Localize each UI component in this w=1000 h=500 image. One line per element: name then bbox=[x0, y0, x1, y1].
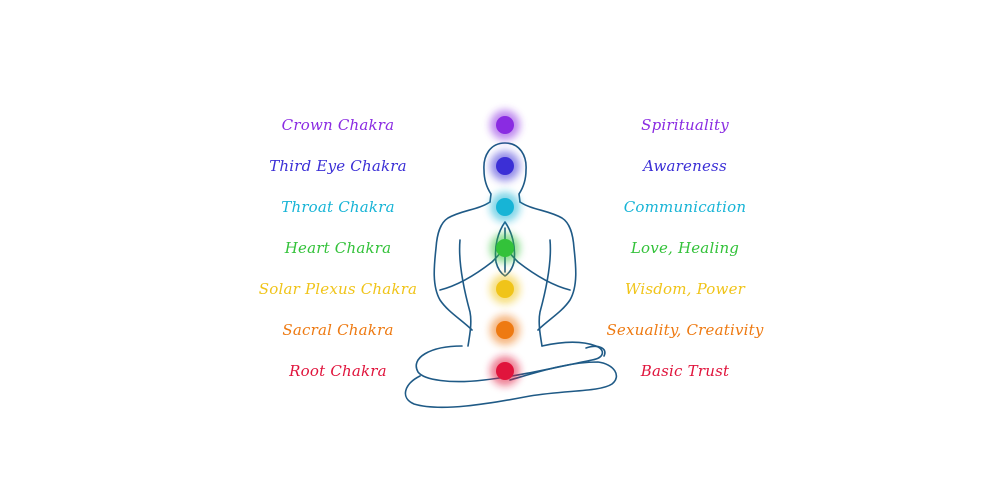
right-torso-outline bbox=[538, 239, 552, 347]
chakra-name-crown: Crown Chakra bbox=[281, 116, 395, 134]
chakra-glow-group bbox=[490, 110, 520, 386]
chakra-meaning-solar-plexus: Wisdom, Power bbox=[624, 280, 746, 298]
chakra-meaning-sacral: Sexuality, Creativity bbox=[606, 321, 764, 339]
meditating-figure-outline bbox=[404, 142, 618, 409]
chakra-dot-solar-plexus bbox=[496, 280, 514, 298]
chakra-name-throat: Throat Chakra bbox=[281, 198, 395, 216]
chakra-name-heart: Heart Chakra bbox=[284, 239, 392, 257]
chakra-dot-heart bbox=[496, 239, 514, 257]
chakra-dot-root bbox=[496, 362, 514, 380]
lower-leg-outline bbox=[404, 361, 618, 409]
chakra-dot-throat bbox=[496, 198, 514, 216]
chakra-meaning-crown: Spirituality bbox=[641, 116, 729, 134]
chakra-dot-crown bbox=[496, 116, 514, 134]
chakra-name-third-eye: Third Eye Chakra bbox=[269, 157, 407, 175]
right-shoulder-outline bbox=[519, 201, 577, 331]
chakra-dot-sacral bbox=[496, 321, 514, 339]
left-torso-outline bbox=[458, 239, 472, 347]
chakra-dot-third-eye bbox=[496, 157, 514, 175]
chakra-name-sacral: Sacral Chakra bbox=[282, 321, 394, 339]
head-outline bbox=[483, 142, 527, 203]
left-shoulder-outline bbox=[433, 201, 491, 331]
chakra-meaning-throat: Communication bbox=[623, 198, 747, 216]
left-foot-outline bbox=[585, 345, 606, 357]
chakra-meaning-heart: Love, Healing bbox=[630, 239, 740, 257]
chakra-name-root: Root Chakra bbox=[289, 362, 387, 380]
chakra-meaning-root: Basic Trust bbox=[640, 362, 730, 380]
chakra-meaning-third-eye: Awareness bbox=[643, 157, 727, 175]
chakra-name-solar-plexus: Solar Plexus Chakra bbox=[258, 280, 418, 298]
